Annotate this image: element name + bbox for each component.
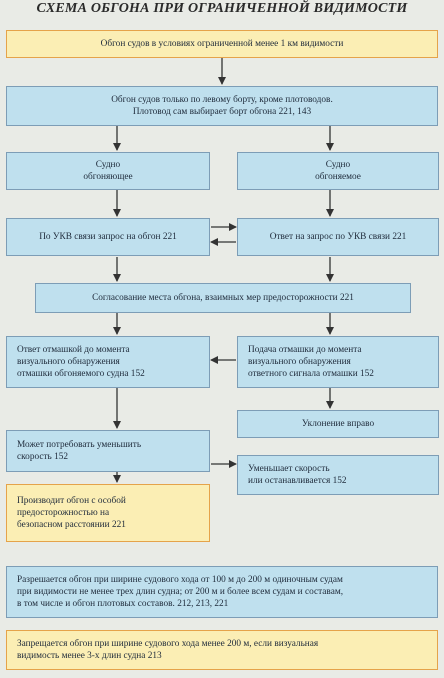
box-overtaking-allowed: Разрешается обгон при ширине судового хо… [6,566,438,618]
box-left-side-rule: Обгон судов только по левому борту, кром… [6,86,438,126]
box-request-slow-down: Может потребовать уменьшить скорость 152 [6,430,210,472]
box-overtake-with-caution: Производит обгон с особой предосторожнос… [6,484,210,542]
box-vessel-overtaken: Судно обгоняемое [237,152,439,190]
box-give-signal: Подача отмашки до момента визуального об… [237,336,439,388]
box-reply-signal: Ответ отмашкой до момента визуального об… [6,336,210,388]
box-vessel-overtaking: Судно обгоняющее [6,152,210,190]
box-agreement: Согласование места обгона, взаимных мер … [35,283,411,313]
box-deviate-right: Уклонение вправо [237,410,439,438]
box-vhf-request: По УКВ связи запрос на обгон 221 [6,218,210,256]
box-overtaking-forbidden: Запрещается обгон при ширине судового хо… [6,630,438,670]
box-vhf-answer: Ответ на запрос по УКВ связи 221 [237,218,439,256]
box-overtaking-limited-visibility: Обгон судов в условиях ограниченной мене… [6,30,438,58]
box-slows-down: Уменьшает скорость или останавливается 1… [237,455,439,495]
diagram-title: СХЕМА ОБГОНА ПРИ ОГРАНИЧЕННОЙ ВИДИМОСТИ [36,1,408,16]
